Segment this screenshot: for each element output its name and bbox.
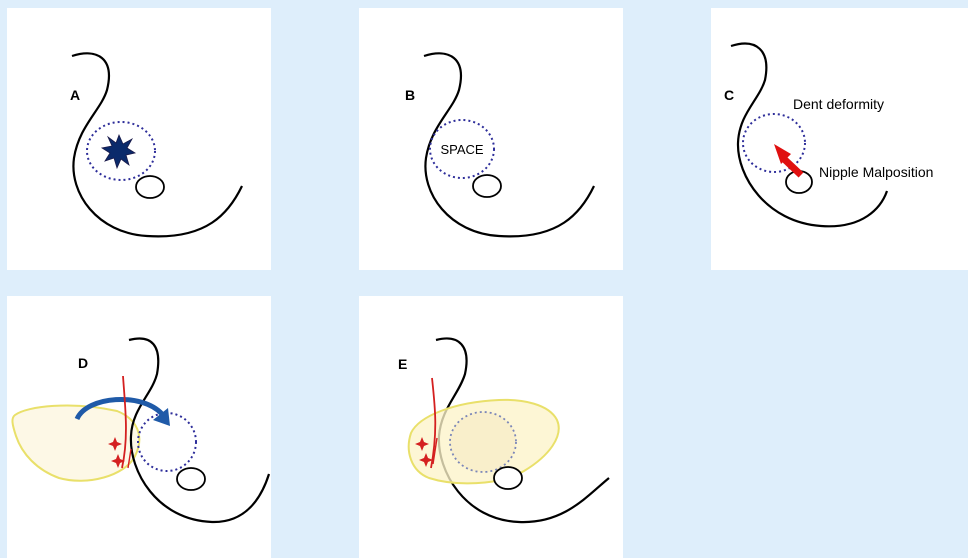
- panel-c: C Dent deformity Nipple Malposition: [711, 8, 968, 270]
- filled-defect-dotted-circle: [450, 412, 516, 472]
- breast-contour-outline: [72, 53, 242, 236]
- panel-d-diagram: D: [7, 296, 271, 558]
- panel-e-diagram: E: [359, 296, 623, 558]
- space-label: SPACE: [440, 142, 483, 157]
- panel-letter: C: [724, 87, 734, 103]
- dent-dotted-circle: [743, 114, 805, 172]
- tumor-star-icon: [102, 135, 135, 168]
- dent-deformity-label: Dent deformity: [793, 96, 884, 112]
- breast-contour-outline: [731, 44, 887, 227]
- breast-contour-outline: [129, 338, 269, 522]
- panel-d: D: [7, 296, 271, 558]
- nipple-circle: [473, 175, 501, 197]
- panel-letter: D: [78, 355, 88, 371]
- panel-c-diagram: C Dent deformity Nipple Malposition: [711, 8, 968, 270]
- panel-b: SPACE B: [359, 8, 623, 270]
- nipple-malposition-label: Nipple Malposition: [819, 164, 933, 180]
- nipple-circle: [494, 467, 522, 489]
- panel-b-diagram: SPACE B: [359, 8, 623, 270]
- panel-e: E: [359, 296, 623, 558]
- nipple-circle: [136, 176, 164, 198]
- panel-a-diagram: A: [7, 8, 271, 270]
- panel-letter: B: [405, 87, 415, 103]
- nipple-circle: [177, 468, 205, 490]
- panel-letter: A: [70, 87, 80, 103]
- panel-a: A: [7, 8, 271, 270]
- panel-letter: E: [398, 356, 407, 372]
